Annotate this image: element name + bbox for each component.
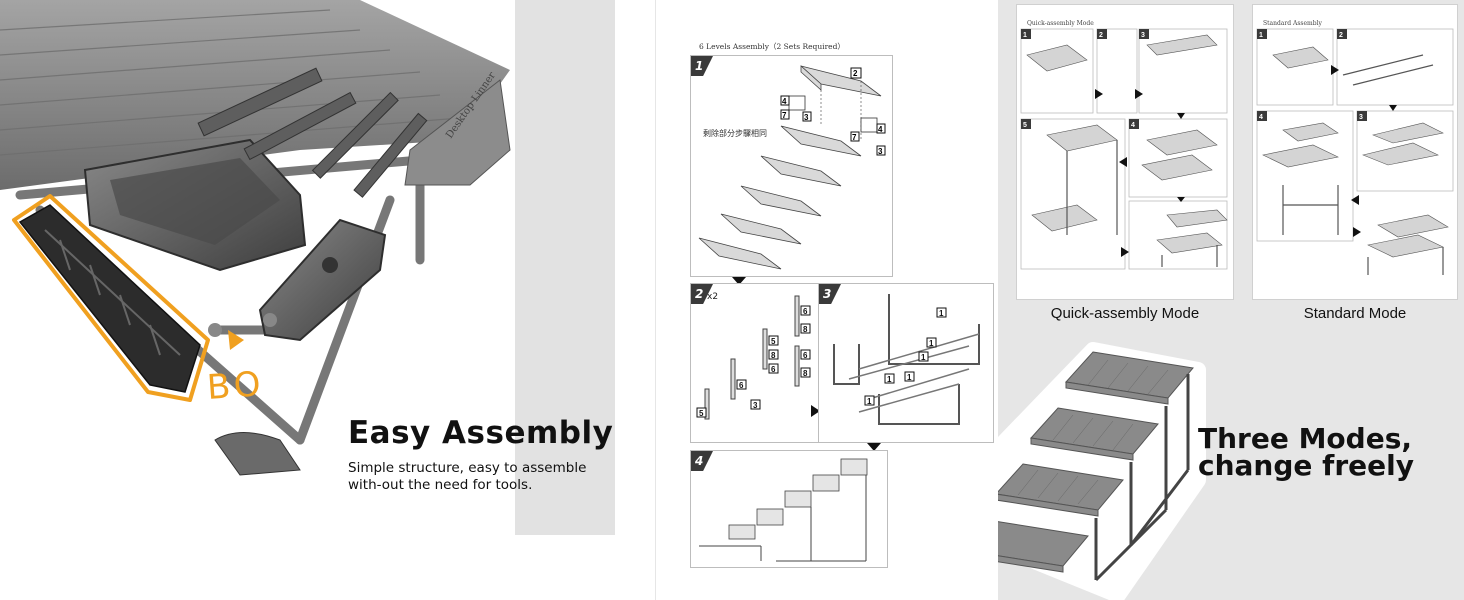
svg-text:8: 8 — [803, 369, 808, 378]
svg-text:3: 3 — [753, 401, 758, 410]
svg-text:6: 6 — [771, 365, 776, 374]
step-4-box: 4 — [690, 450, 888, 568]
quick-assembly-caption: Quick-assembly Mode — [1050, 305, 1200, 322]
highlight-outline — [12, 194, 210, 402]
svg-text:1: 1 — [907, 373, 912, 382]
svg-text:8: 8 — [771, 351, 776, 360]
step-1-illustration: 2 4 3 7 4 7 3 — [698, 65, 886, 270]
step-arrow-right — [811, 405, 820, 417]
svg-text:5: 5 — [699, 409, 704, 418]
svg-text:7: 7 — [852, 133, 857, 142]
svg-text:1: 1 — [939, 309, 944, 318]
step-2-illustration: 6 8 6 8 5 8 6 6 3 5 — [696, 295, 811, 420]
slogan-line-2: change freely — [1198, 449, 1414, 482]
standard-step-4: 4 — [1259, 114, 1263, 121]
standard-step-3: 3 — [1359, 114, 1363, 121]
grey-background-block — [515, 0, 615, 535]
step-3-box: 3 1 1 1 1 1 1 — [818, 283, 994, 443]
quick-assembly-heading: Quick-assembly Mode — [1027, 20, 1094, 27]
svg-text:6: 6 — [739, 381, 744, 390]
svg-text:1: 1 — [929, 339, 934, 348]
standard-assembly-diagram: 1 2 3 4 — [1256, 28, 1454, 275]
svg-text:8: 8 — [803, 325, 808, 334]
easy-assembly-panel: BO Desktop Linner Easy Assembly Simple s… — [0, 0, 615, 600]
quick-step-2: 2 — [1099, 32, 1103, 39]
quick-step-1: 1 — [1023, 32, 1027, 39]
quick-assembly-card: Quick-assembly Mode — [1016, 4, 1234, 300]
svg-text:4: 4 — [878, 125, 883, 134]
step-3-illustration: 1 1 1 1 1 1 — [833, 294, 980, 425]
quick-step-5: 5 — [1023, 122, 1027, 129]
step-1-box: 1 剩除部分步驟相同 2 4 3 — [690, 55, 893, 277]
quick-assembly-diagram: 1 2 3 4 5 — [1020, 28, 1228, 270]
svg-text:1: 1 — [887, 375, 892, 384]
svg-text:4: 4 — [782, 97, 787, 106]
svg-text:3: 3 — [878, 147, 883, 156]
slogan-line-1: Three Modes, — [1198, 422, 1413, 455]
instruction-sheet: 6 Levels Assembly（2 Sets Required） 1 剩除部… — [655, 0, 998, 600]
quick-step-3: 3 — [1141, 32, 1145, 39]
svg-text:6: 6 — [803, 351, 808, 360]
step-note: 剩除部分步驟相同 — [703, 129, 767, 138]
svg-text:2: 2 — [853, 69, 858, 78]
step-arrow-down-2 — [867, 443, 881, 451]
step-4-illustration — [699, 458, 868, 562]
svg-text:1: 1 — [921, 353, 926, 362]
standard-step-1: 1 — [1259, 32, 1263, 39]
easy-assembly-description: Simple structure, easy to assemble with-… — [348, 460, 587, 493]
step-2-multiplier: x2 — [707, 292, 719, 302]
six-levels-heading: 6 Levels Assembly（2 Sets Required） — [699, 42, 845, 51]
svg-text:6: 6 — [803, 307, 808, 316]
quick-step-4: 4 — [1131, 122, 1135, 129]
step-arrow-down — [732, 277, 746, 285]
svg-text:1: 1 — [867, 397, 872, 406]
svg-text:7: 7 — [782, 111, 787, 120]
standard-step-2: 2 — [1339, 32, 1343, 39]
part-label-bo: BO — [205, 364, 266, 408]
standard-assembly-heading: Standard Assembly — [1263, 20, 1322, 27]
easy-assembly-title: Easy Assembly — [348, 415, 614, 451]
sprue-parts-photo — [0, 0, 511, 476]
stair-stand-photo — [998, 342, 1206, 600]
step-2-box: 2 x2 6 8 6 8 5 8 6 6 3 5 — [690, 283, 822, 443]
standard-mode-caption: Standard Mode — [1303, 305, 1407, 322]
three-modes-slogan: Three Modes, change freely — [1198, 422, 1414, 482]
standard-assembly-card: Standard Assembly — [1252, 4, 1458, 300]
svg-text:3: 3 — [804, 113, 809, 122]
three-modes-panel: Quick-assembly Mode — [998, 0, 1464, 600]
svg-text:5: 5 — [771, 337, 776, 346]
